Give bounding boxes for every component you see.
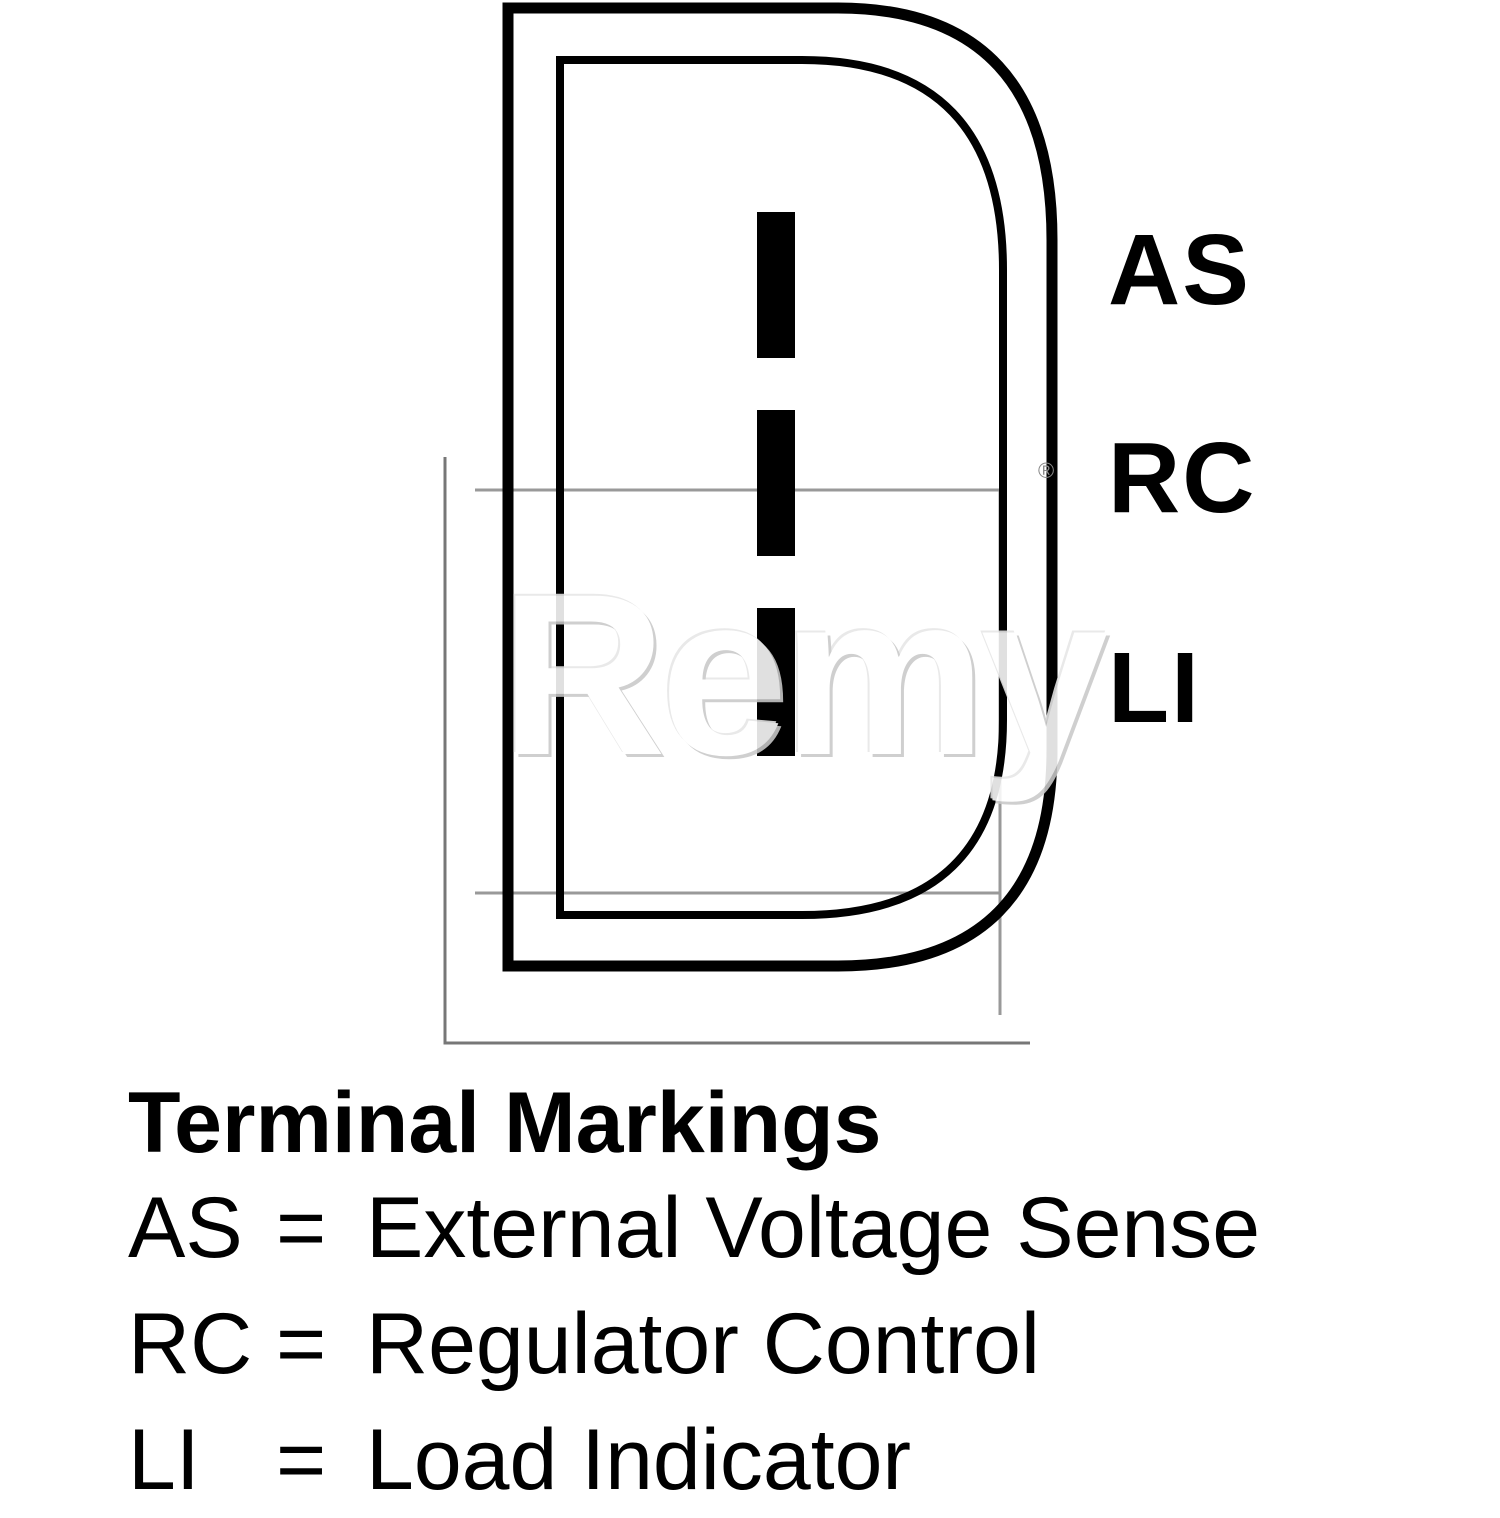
legend-description: Load Indicator (366, 1412, 912, 1508)
legend-code: LI (128, 1412, 200, 1508)
legend-code: RC (128, 1296, 253, 1392)
terminal-pin-rc (757, 410, 795, 556)
terminal-legend: Terminal Markings AS = External Voltage … (128, 1076, 1458, 1518)
watermark-frame (443, 457, 1030, 1045)
legend-row-rc: RC = Regulator Control (128, 1286, 1458, 1402)
legend-description: External Voltage Sense (366, 1180, 1261, 1276)
connector-outer-outline (502, 2, 1058, 972)
legend-title: Terminal Markings (128, 1075, 882, 1171)
legend-row-li: LI = Load Indicator (128, 1402, 1458, 1518)
terminal-pin-as (757, 212, 795, 358)
terminal-label-as: AS (1108, 214, 1251, 326)
legend-description: Regulator Control (366, 1296, 1041, 1392)
legend-code: AS (128, 1180, 243, 1276)
legend-equals: = (276, 1180, 327, 1276)
legend-row-as: AS = External Voltage Sense (128, 1170, 1458, 1286)
terminal-label-li: LI (1108, 632, 1201, 744)
connector-inner-outline (556, 56, 1007, 919)
registered-mark: ® (1038, 458, 1055, 483)
terminal-label-rc: RC (1108, 422, 1257, 534)
legend-equals: = (276, 1412, 327, 1508)
legend-equals: = (276, 1296, 327, 1392)
terminal-pin-li (757, 608, 795, 756)
